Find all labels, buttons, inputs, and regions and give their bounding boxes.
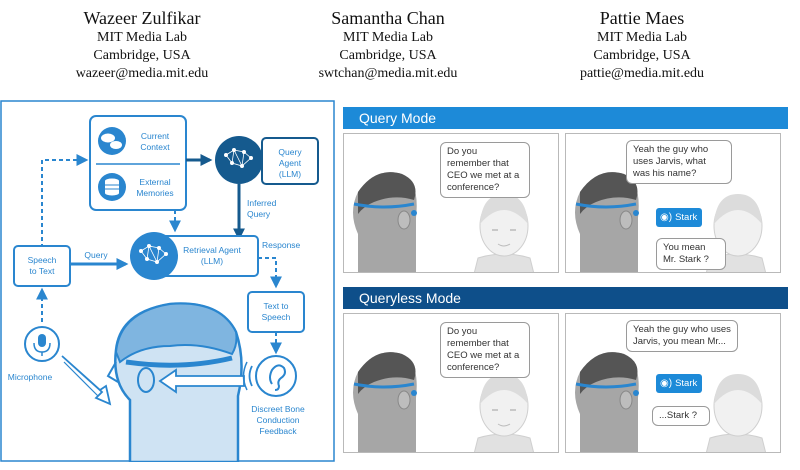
author-affiliation: MIT Media Lab <box>343 30 433 45</box>
neural-network-icon <box>138 243 168 264</box>
speech-bubbles-icon <box>98 127 126 155</box>
query-agent-label-3: (LLM) <box>279 169 301 179</box>
speech-bubble: Yeah the guy who uses Jarvis, you mean M… <box>626 320 738 352</box>
author-2: Samantha Chan MIT Media Lab Cambridge, U… <box>268 7 508 83</box>
response-label: Response <box>262 240 301 250</box>
bone-conduction-label-3: Feedback <box>259 426 297 436</box>
microphone-icon <box>24 326 60 362</box>
person-left-illustration <box>575 172 639 272</box>
external-memories-label: External <box>139 177 170 187</box>
retrieval-agent-node <box>130 232 178 280</box>
person-right-illustration <box>705 374 767 452</box>
speech-bubble: Do you remember that CEO we met at a con… <box>440 322 530 378</box>
text-to-speech-label-2: Speech <box>262 312 291 322</box>
speech-to-text-label: Speech <box>28 255 57 265</box>
inferred-query-label-2: Query <box>247 209 271 219</box>
author-name: Samantha Chan <box>331 8 445 28</box>
author-affiliation: MIT Media Lab <box>97 30 187 45</box>
stark-audio-badge: ◉)Stark <box>656 208 703 227</box>
speech-to-text-box <box>13 245 71 287</box>
sound-wave-icon: ◉) <box>660 212 673 223</box>
speech-bubble: Do you remember that CEO we met at a con… <box>440 142 530 198</box>
author-name: Wazeer Zulfikar <box>83 8 201 28</box>
query-arrow-label: Query <box>84 250 108 260</box>
stark-label: Stark <box>675 212 698 223</box>
audio-in-arrow <box>158 368 245 394</box>
speech-bubble: Yeah the guy who uses Jarvis, what was h… <box>626 140 732 184</box>
speech-out-arrow <box>61 355 112 406</box>
reply-bubble: ...Stark ? <box>652 406 710 426</box>
microphone-label: Microphone <box>8 372 53 382</box>
author-location: Cambridge, USA <box>339 48 437 63</box>
mode-comparison-panels: Query Mode Do you remember that CEO we m… <box>343 107 788 457</box>
current-context-label: Current <box>141 131 170 141</box>
query-mode-panel-right: Yeah the guy who uses Jarvis, what was h… <box>565 133 781 273</box>
inferred-query-label: Inferred <box>247 198 277 208</box>
reply-bubble: You mean Mr. Stark ? <box>656 238 726 270</box>
stark-label: Stark <box>675 378 698 389</box>
retrieval-agent-label-2: (LLM) <box>201 256 223 266</box>
author-block: Wazeer Zulfikar MIT Media Lab Cambridge,… <box>0 0 800 90</box>
bone-conduction-label-2: Conduction <box>256 415 299 425</box>
sound-wave-icon: ◉) <box>660 378 673 389</box>
author-1: Wazeer Zulfikar MIT Media Lab Cambridge,… <box>22 7 262 83</box>
author-email: wazeer@media.mit.edu <box>75 66 209 81</box>
queryless-mode-panel-right: Yeah the guy who uses Jarvis, you mean M… <box>565 313 781 453</box>
bone-conduction-label: Discreet Bone <box>251 404 305 414</box>
person-left-illustration <box>353 352 417 452</box>
database-icon <box>98 173 126 201</box>
person-left-illustration <box>575 352 639 452</box>
author-affiliation: MIT Media Lab <box>597 30 687 45</box>
author-email: swtchan@media.mit.edu <box>318 66 458 81</box>
retrieval-agent-label: Retrieval Agent <box>183 245 241 255</box>
author-name: Pattie Maes <box>599 8 685 28</box>
ear-icon <box>242 355 297 397</box>
person-right-illustration <box>473 374 535 452</box>
query-mode-header: Query Mode <box>343 107 788 129</box>
person-right-illustration <box>473 194 535 272</box>
queryless-mode-header: Queryless Mode <box>343 287 788 309</box>
current-context-label-2: Context <box>140 142 170 152</box>
queryless-mode-panel-left: Do you remember that CEO we met at a con… <box>343 313 559 453</box>
query-mode-panel-left: Do you remember that CEO we met at a con… <box>343 133 559 273</box>
query-agent-label: Query <box>278 147 302 157</box>
author-email: pattie@media.mit.edu <box>579 66 705 81</box>
stark-audio-badge: ◉)Stark <box>656 374 703 393</box>
neural-network-icon <box>223 148 253 169</box>
query-agent-node <box>215 136 263 184</box>
speech-to-text-label-2: to Text <box>30 266 56 276</box>
author-location: Cambridge, USA <box>593 48 691 63</box>
author-3: Pattie Maes MIT Media Lab Cambridge, USA… <box>522 7 762 83</box>
system-diagram: Current Context External Memories Query … <box>0 100 335 462</box>
author-location: Cambridge, USA <box>93 48 191 63</box>
query-agent-label-2: Agent <box>279 158 302 168</box>
external-memories-label-2: Memories <box>136 188 173 198</box>
text-to-speech-label: Text to <box>263 301 288 311</box>
person-left-illustration <box>353 172 417 272</box>
